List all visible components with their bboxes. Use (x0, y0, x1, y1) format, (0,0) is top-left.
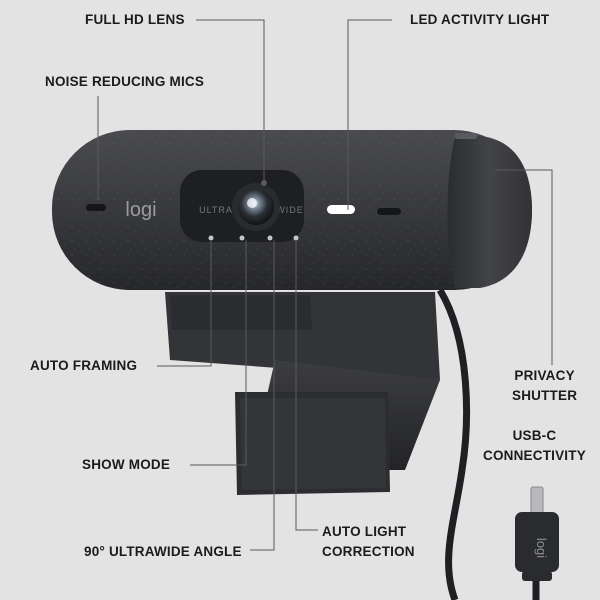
svg-text:logi: logi (534, 538, 549, 558)
callout-auto-framing: AUTO FRAMING (30, 358, 138, 373)
mic-slot-right (377, 208, 401, 215)
callout-usb-c-connectivity: USB-C CONNECTIVITY (483, 428, 586, 463)
usb-cable (436, 288, 471, 600)
led-light (327, 205, 355, 214)
callout-noise-reducing-mics: NOISE REDUCING MICS (45, 74, 205, 89)
mounting-clip (165, 292, 440, 495)
callout-privacy-shutter: PRIVACY SHUTTER (512, 368, 578, 403)
callout-show-mode: SHOW MODE (82, 457, 171, 472)
usb-c-connector: logi (515, 486, 559, 581)
front-glass: ULTRA WIDE (180, 170, 304, 242)
callout-led-activity-light: LED ACTIVITY LIGHT (410, 12, 550, 27)
svg-text:WIDE: WIDE (276, 205, 304, 215)
callout-full-hd-lens: FULL HD LENS (85, 12, 185, 27)
brand-logo: logi (125, 199, 156, 221)
callout-ultrawide-angle: 90° ULTRAWIDE ANGLE (84, 544, 242, 559)
mic-slot-left (86, 204, 106, 211)
light-sensor (208, 235, 214, 241)
callout-auto-light-correction: AUTO LIGHT CORRECTION (322, 524, 415, 559)
svg-text:ULTRA: ULTRA (199, 205, 233, 215)
privacy-shutter (447, 136, 532, 288)
callout-lines (97, 19, 553, 551)
